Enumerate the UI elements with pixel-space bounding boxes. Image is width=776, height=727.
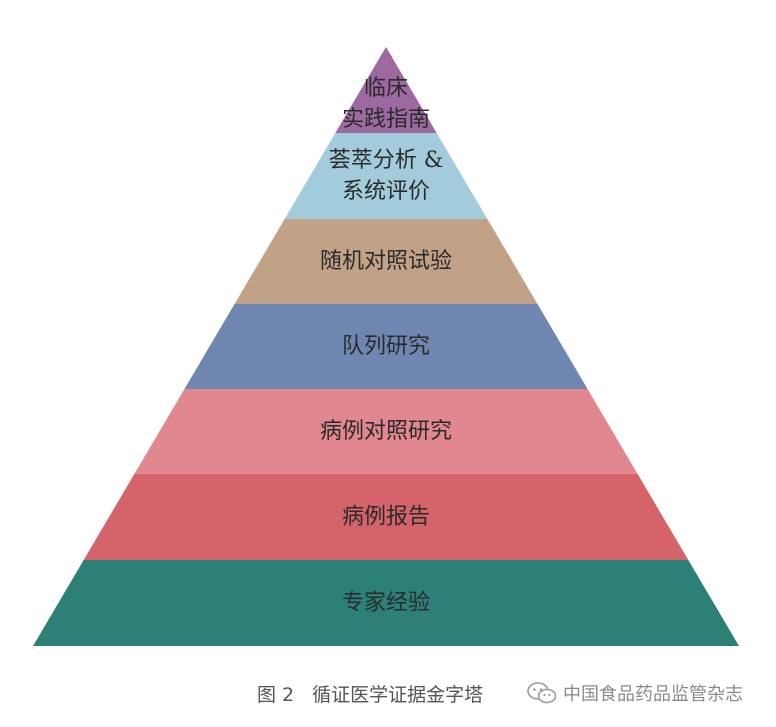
pyramid-layer-4-label: 队列研究	[342, 334, 430, 359]
pyramid-layer-2	[284, 133, 488, 219]
pyramid-layer-6-label: 病例报告	[342, 505, 430, 530]
watermark-text: 中国食品药品监管杂志	[563, 684, 743, 705]
pyramid-layer-1	[335, 47, 437, 133]
pyramid-layer-6	[83, 474, 689, 560]
wechat-icon	[527, 682, 557, 704]
figure-caption: 图 2 循证医学证据金字塔	[257, 680, 483, 707]
pyramid-layer-3-label: 随机对照试验	[320, 249, 452, 274]
pyramid-layer-7-label: 专家经验	[342, 591, 430, 616]
pyramid-layer-7	[33, 560, 739, 646]
pyramid-layer-5-label: 病例对照研究	[320, 419, 452, 444]
figure-number: 图 2	[257, 684, 295, 706]
pyramid-layer-1-label: 临床	[364, 76, 408, 101]
pyramid-layer-2-label: 荟萃分析 &	[329, 148, 444, 173]
figure-title: 循证医学证据金字塔	[312, 684, 484, 706]
watermark: 中国食品药品监管杂志	[527, 680, 743, 706]
pyramid-layer-4	[184, 304, 588, 389]
pyramid-layer-5	[134, 389, 638, 474]
pyramid-layer-3	[234, 219, 538, 304]
pyramid-layer-2-label: 系统评价	[342, 179, 430, 204]
pyramid-layer-1-label: 实践指南	[342, 107, 430, 132]
